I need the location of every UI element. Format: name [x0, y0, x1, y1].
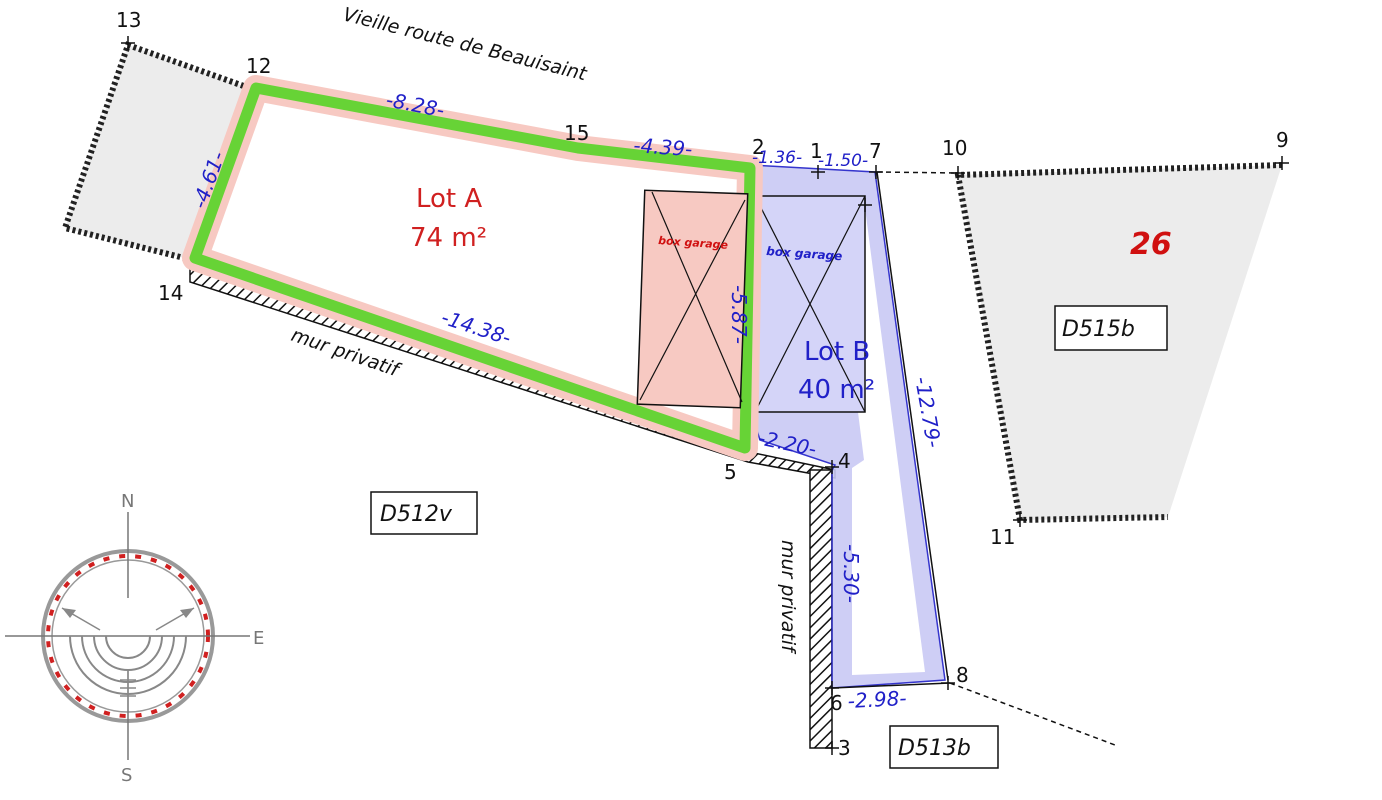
lot-a-outline: [189, 82, 756, 454]
point-14: 14: [158, 281, 183, 305]
point-2: 2: [752, 135, 765, 159]
parcel-d513b-box: [889, 725, 999, 769]
wall-label-east: mur privatif: [777, 540, 799, 655]
dashed-line-7-10: [876, 171, 959, 174]
parcel-d515b: D515b: [1062, 317, 1135, 342]
point-7: 7: [869, 139, 882, 163]
point-8: 8: [956, 663, 969, 687]
point-3: 3: [838, 736, 851, 760]
parcel-d512v: D512v: [380, 502, 453, 527]
dimension-2-98: -2.98-: [847, 686, 907, 713]
boundary-7-8: [876, 171, 949, 681]
compass-east: E: [253, 628, 264, 649]
point-15: 15: [564, 121, 589, 145]
garage-a-cross-1: [651, 191, 743, 403]
point-4: 4: [838, 449, 851, 473]
point-11: 11: [990, 525, 1015, 549]
point-6: 6: [830, 691, 843, 715]
garage-b-cross-2: [754, 195, 866, 413]
parcel-number-26: 26: [1130, 227, 1172, 262]
boundary-6-8: [831, 682, 951, 689]
point-12: 12: [246, 54, 271, 78]
point-10: 10: [942, 136, 967, 160]
lot-b-name: Lot B: [804, 337, 870, 367]
lot-b-area-text: 40 m²: [798, 375, 875, 405]
parcel-d515b-box: [1054, 305, 1168, 351]
dimension-1-50: -1.50-: [818, 151, 868, 171]
dimension-5-30: -5.30-: [839, 544, 863, 603]
parcel-d513b: D513b: [898, 736, 971, 761]
lot-a-area-text: 74 m²: [410, 223, 487, 253]
dashed-line-8: [949, 682, 1116, 746]
parcel-d512v-box: [370, 491, 478, 535]
dimension-5-87: -5.87-: [727, 285, 751, 344]
compass-rose: [5, 512, 250, 760]
point-1: 1: [810, 139, 823, 163]
garage-a-label: box garage: [658, 234, 729, 252]
dimension-12-79: -12.79-: [910, 375, 946, 450]
compass-north: N: [121, 491, 134, 512]
compass-south: S: [121, 765, 132, 786]
top-left-parcel-wall: [61, 41, 257, 263]
point-5: 5: [724, 460, 737, 484]
dimension-1-36: -1.36-: [752, 148, 802, 168]
neighbor-parcel-26-wall: [954, 162, 1283, 524]
road-label: Vieille route de Beauisaint: [341, 4, 590, 86]
private-wall-east: [809, 469, 833, 749]
dimension-4-39: -4.39-: [633, 133, 693, 161]
point-9: 9: [1276, 128, 1289, 152]
point-markers: [121, 36, 1289, 755]
point-13: 13: [116, 8, 141, 32]
lot-a-name: Lot A: [416, 184, 482, 214]
garage-b-label: box garage: [766, 244, 843, 263]
garage-a-cross-2: [639, 199, 746, 401]
